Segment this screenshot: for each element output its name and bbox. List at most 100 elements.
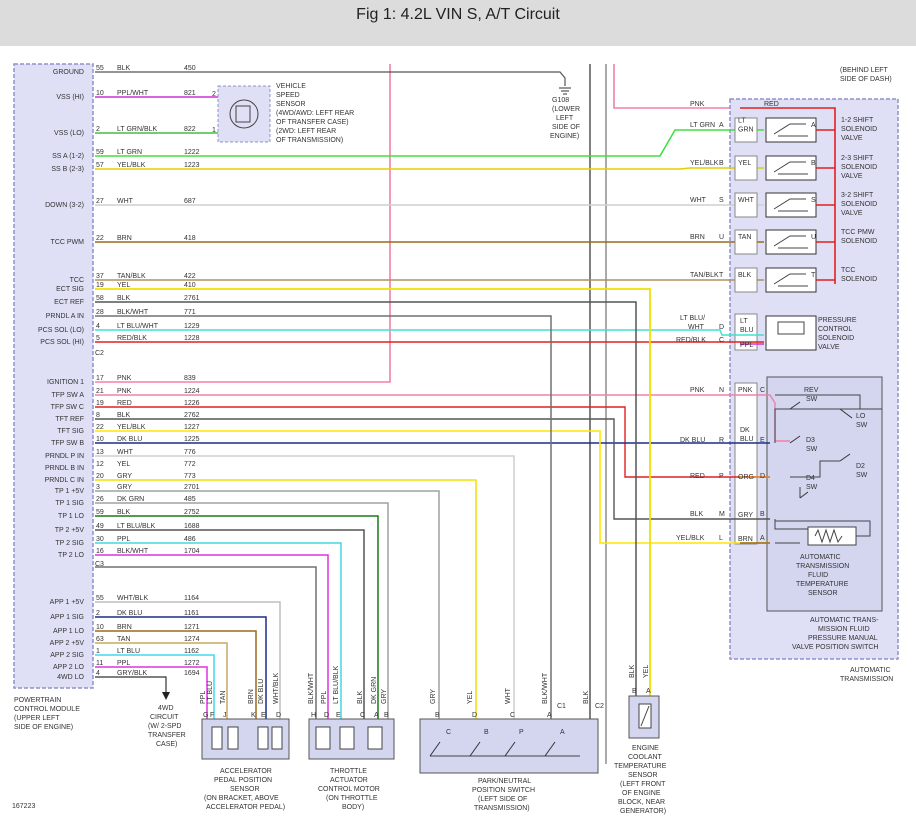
pcm-pin-label: APP 2 LO	[53, 664, 85, 671]
park-wire	[95, 490, 440, 719]
ect-wire-label: BLK	[629, 664, 636, 678]
solenoid-pin: U	[719, 234, 724, 241]
solenoid-ext-pin: B	[811, 160, 816, 167]
accelerator-pedal-sensor	[201, 718, 290, 760]
park-caption-line: TRANSMISSION)	[474, 805, 530, 812]
pcm-pin-number: 59	[96, 149, 104, 156]
pcm-pin-number: 49	[96, 523, 104, 530]
vss-caption-line: OF TRANSFER CASE)	[276, 119, 349, 126]
pcm-wire-color: BRN	[117, 235, 132, 242]
tac-pin: C	[360, 712, 365, 719]
vss-pin: 2	[212, 91, 216, 98]
tac-wire-label: PPL	[321, 691, 328, 704]
ect-pin: B	[632, 688, 637, 695]
pcm-wire-color: LT BLU/BLK	[117, 523, 156, 530]
pcm-connector-c3: C3	[95, 561, 104, 568]
pcm-pin-number: 8	[96, 412, 100, 419]
pcm-pin-number: 59	[96, 509, 104, 516]
pcm-pin-label: TFP SW B	[51, 440, 84, 447]
solenoid-inner-label: WHT	[738, 197, 755, 204]
pcm-pin-label: APP 1 +5V	[50, 599, 85, 606]
feed-wire-label: PNK	[690, 101, 705, 108]
park-wire-label: WHT	[505, 687, 512, 704]
pcm-pin-label: GROUND	[53, 69, 84, 76]
fourwd-caption-line: 4WD	[158, 705, 174, 712]
app-wire-label: WHT/BLK	[273, 673, 280, 704]
pcm-wire-color: LT GRN	[117, 149, 142, 156]
park-wire	[95, 455, 515, 719]
tac-wire-label: DK GRN	[371, 677, 378, 704]
switch-inner-label: GRY	[738, 512, 753, 519]
pcm-pin-number: 19	[96, 400, 104, 407]
pcm-pin-number: 17	[96, 375, 104, 382]
pcm-circuit-number: 1164	[184, 595, 199, 602]
solenoid-inner-label: LT	[738, 118, 746, 125]
tft-caption: TEMPERATURE	[796, 581, 849, 588]
tft-caption: TRANSMISSION	[796, 563, 849, 570]
solenoid-wire-label: BRN	[690, 234, 705, 241]
solenoid-name: VALVE	[841, 135, 863, 142]
pcm-wire-color: BLK	[117, 65, 131, 72]
pcm-pin-label: APP 1 LO	[53, 628, 85, 635]
pcm-wire-color: YEL/BLK	[117, 424, 146, 431]
fourwd-caption-line: CIRCUIT	[150, 714, 179, 721]
vss-caption-line: (2WD: LEFT REAR	[276, 128, 336, 135]
pcs-inner-label: LT	[740, 318, 748, 325]
app-pin: G	[203, 712, 208, 719]
pcm-circuit-number: 771	[184, 309, 196, 316]
tac-wire	[95, 542, 342, 719]
pcm-pin-number: 28	[96, 309, 104, 316]
pcs-wire-label: RED/BLK	[676, 337, 706, 344]
pcm-circuit-number: 1222	[184, 149, 200, 156]
app-wire	[95, 601, 281, 719]
pcm-connector-c2: C2	[95, 350, 104, 357]
pcm-circuit-number: 1229	[184, 323, 200, 330]
pcm-wire-color: PPL/WHT	[117, 90, 149, 97]
pcm-pin-number: 12	[96, 461, 104, 468]
pcm-pin-label: APP 1 SIG	[50, 614, 84, 621]
pcm-pin-label: PRNDL P IN	[45, 453, 84, 460]
switch-pin: L	[719, 535, 723, 542]
solenoid-pin: B	[719, 160, 724, 167]
ect-caption: ENGINE COOLANT TEMPERATURE SENSOR (LEFT …	[614, 745, 667, 815]
pcm-wire-color: WHT	[117, 449, 134, 456]
pcm-circuit-number: 1274	[184, 636, 200, 643]
pcm-pin-number: 10	[96, 436, 104, 443]
pcm-pin-number: 57	[96, 162, 104, 169]
park-contact: C	[446, 729, 451, 736]
switch-wire-label: BLK	[690, 511, 704, 518]
solenoid-ext-pin: S	[811, 197, 816, 204]
pcs-inner-label: PPL	[740, 342, 753, 349]
pcm-pin-number: 20	[96, 473, 104, 480]
pcm-circuit-number: 687	[184, 198, 196, 205]
pcm-pin-number: 55	[96, 65, 104, 72]
solenoid-name: 2-3 SHIFT	[841, 155, 874, 162]
ground-wire	[95, 71, 566, 86]
switch-assembly-caption-line: PRESSURE MANUAL	[808, 635, 878, 642]
switch-name: REV	[804, 387, 819, 394]
ground-caption-line: G108	[552, 97, 569, 104]
tac-wire	[95, 566, 317, 719]
pcm-circuit-number: 821	[184, 90, 196, 97]
figure-number: 167223	[12, 803, 35, 810]
pcm-wire-color: PPL	[117, 660, 130, 667]
solenoid-name: SOLENOID	[841, 238, 877, 245]
pcm-pin-number: 37	[96, 273, 104, 280]
pcm-pin-label: PCS SOL (LO)	[38, 327, 84, 334]
pcm-wire-color: PNK	[117, 388, 132, 395]
ect-wire	[95, 301, 637, 696]
pcm-pin-label: ECT REF	[54, 299, 84, 306]
pcm-wire-color: LT GRN/BLK	[117, 126, 158, 133]
ect-caption-line: GENERATOR)	[620, 808, 666, 815]
tac-pin: H	[311, 712, 316, 719]
pcm-pin-label: IGNITION 1	[47, 379, 84, 386]
switch-assembly-caption-line: AUTOMATIC TRANS-	[810, 617, 879, 624]
